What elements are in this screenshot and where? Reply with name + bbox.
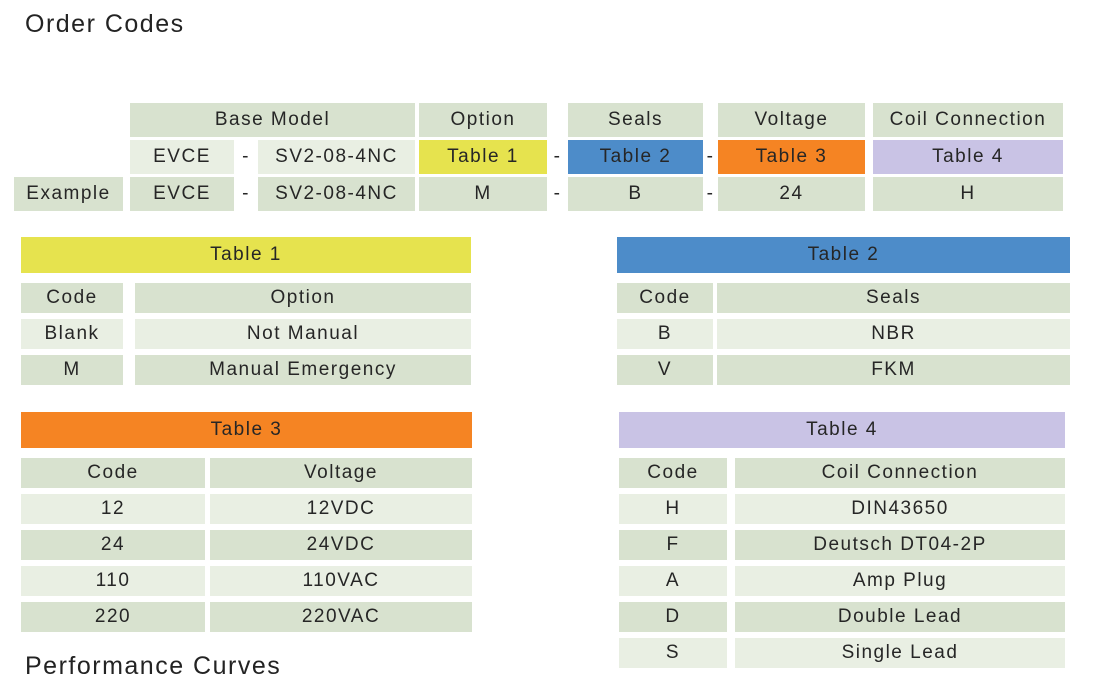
builder-header-option: Option [419,103,547,137]
table-row: F Deutsch DT04-2P [619,530,1065,560]
table-2-code: B [617,319,713,349]
table-row: A Amp Plug [619,566,1065,596]
table-row: B NBR [617,319,1070,349]
table-2-seals: Table 2 Code Seals B NBR V FKM [617,237,1070,391]
table-4-value: Amp Plug [735,566,1065,596]
table-3-code: 24 [21,530,205,560]
table-3-value: 12VDC [210,494,472,524]
table-1-code: M [21,355,123,385]
builder-code-voltage-ref: Table 3 [718,140,865,174]
builder-code-seals-ref: Table 2 [568,140,703,174]
table-2-header-seals: Seals [717,283,1070,313]
table-4-code: A [619,566,727,596]
table-4-code: H [619,494,727,524]
table-2-value: FKM [717,355,1070,385]
table-1-header-code: Code [21,283,123,313]
builder-example-separator-2: - [553,183,562,204]
builder-example-separator-3: - [706,183,715,204]
builder-example-option: M [419,177,547,211]
table-1-value: Not Manual [135,319,471,349]
table-3-value: 220VAC [210,602,472,632]
table-4-title: Table 4 [619,412,1065,448]
page-title: Order Codes [25,10,185,38]
table-row: 220 220VAC [21,602,472,632]
table-row: Blank Not Manual [21,319,471,349]
table-row: M Manual Emergency [21,355,471,385]
builder-example-seals: B [568,177,703,211]
builder-code-separator-3: - [706,146,715,167]
table-3-voltage: Table 3 Code Voltage 12 12VDC 24 24VDC 1… [21,412,472,638]
table-1-value: Manual Emergency [135,355,471,385]
table-row: Code Voltage [21,458,472,488]
table-4-value: Single Lead [735,638,1065,668]
table-3-title: Table 3 [21,412,472,448]
table-1-code: Blank [21,319,123,349]
table-4-header-code: Code [619,458,727,488]
table-row: Code Coil Connection [619,458,1065,488]
table-4-code: D [619,602,727,632]
table-row: Code Seals [617,283,1070,313]
table-4-code: F [619,530,727,560]
table-3-value: 110VAC [210,566,472,596]
builder-code-coil-ref: Table 4 [873,140,1063,174]
table-4-value: DIN43650 [735,494,1065,524]
table-row: 24 24VDC [21,530,472,560]
table-2-title: Table 2 [617,237,1070,273]
builder-example-voltage: 24 [718,177,865,211]
table-4-value: Double Lead [735,602,1065,632]
builder-code-prefix: EVCE [130,140,234,174]
builder-header-seals: Seals [568,103,703,137]
table-2-code: V [617,355,713,385]
builder-example-separator-1: - [242,183,250,204]
table-3-code: 12 [21,494,205,524]
table-4-header-coil-connection: Coil Connection [735,458,1065,488]
table-row: Code Option [21,283,471,313]
table-1-title: Table 1 [21,237,471,273]
table-4-code: S [619,638,727,668]
table-4-value: Deutsch DT04-2P [735,530,1065,560]
table-1-header-option: Option [135,283,471,313]
table-4-coil-connection: Table 4 Code Coil Connection H DIN43650 … [619,412,1065,674]
builder-example-prefix: EVCE [130,177,234,211]
builder-header-voltage: Voltage [718,103,865,137]
builder-example-coil: H [873,177,1063,211]
table-3-header-code: Code [21,458,205,488]
table-row: H DIN43650 [619,494,1065,524]
builder-code-model: SV2-08-4NC [258,140,415,174]
table-3-code: 220 [21,602,205,632]
table-3-value: 24VDC [210,530,472,560]
table-1-option: Table 1 Code Option Blank Not Manual M M… [21,237,471,391]
builder-header-coil-connection: Coil Connection [873,103,1063,137]
builder-code-separator-1: - [242,146,250,167]
builder-example-label: Example [14,177,123,211]
table-row: 12 12VDC [21,494,472,524]
table-2-value: NBR [717,319,1070,349]
table-row: S Single Lead [619,638,1065,668]
table-3-code: 110 [21,566,205,596]
table-2-header-code: Code [617,283,713,313]
table-row: V FKM [617,355,1070,385]
table-row: 110 110VAC [21,566,472,596]
table-row: D Double Lead [619,602,1065,632]
builder-header-base-model: Base Model [130,103,415,137]
builder-code-option-ref: Table 1 [419,140,547,174]
builder-code-separator-2: - [553,146,562,167]
next-section-title: Performance Curves [25,652,282,680]
table-3-header-voltage: Voltage [210,458,472,488]
builder-example-model: SV2-08-4NC [258,177,415,211]
